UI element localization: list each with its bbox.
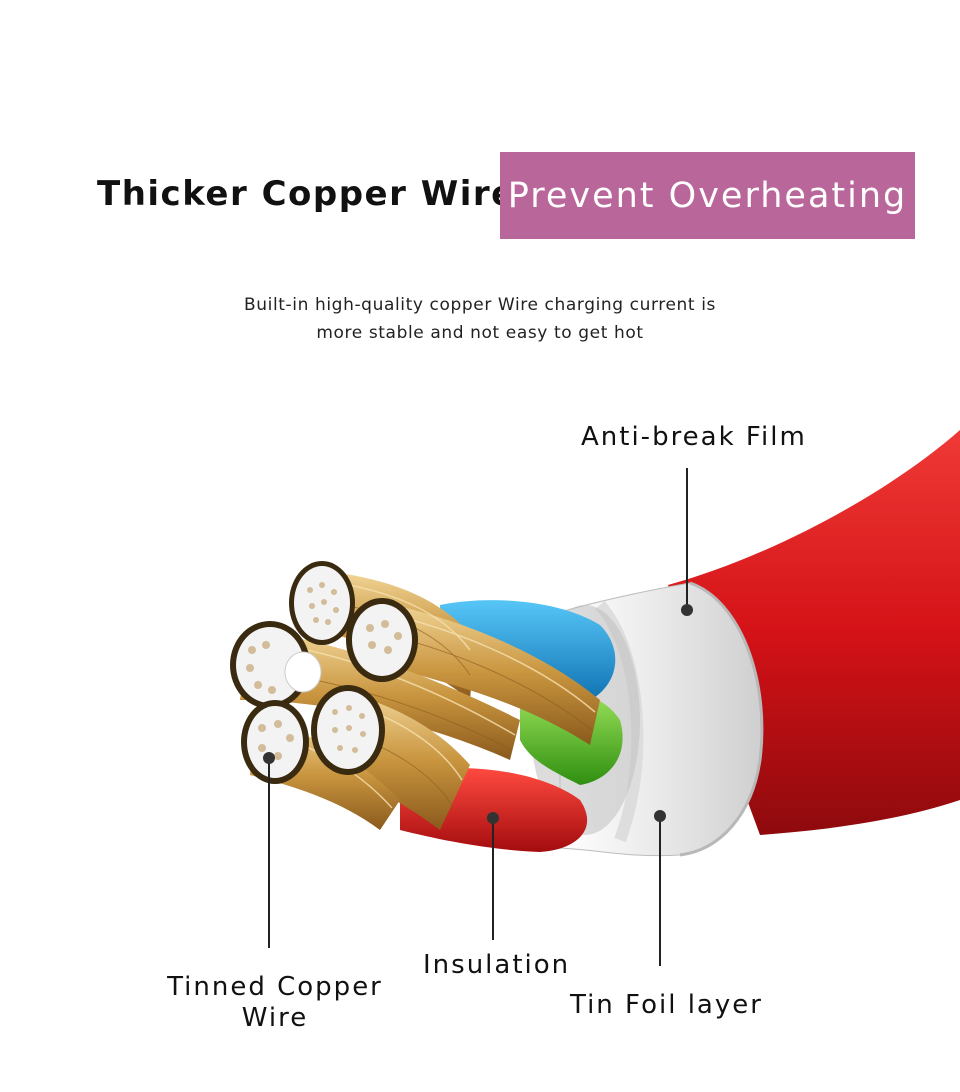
description-line-1: Built-in high-quality copper Wire chargi… [244,295,716,315]
callout-tinned-copper [263,752,275,948]
label-insulation: Insulation [423,950,571,980]
feature-badge: Prevent Overheating [500,152,915,239]
callout-tin-foil [654,810,666,966]
label-tin-foil-layer: Tin Foil layer [570,990,763,1020]
callout-insulation [487,812,499,940]
description-line-2: more stable and not easy to get hot [316,323,644,343]
callout-anti-break [681,468,693,616]
label-tinned-copper-line-1: Tinned Copper [167,972,383,1002]
label-tinned-copper-line-2: Wire [241,1003,309,1033]
label-tinned-copper-wire: Tinned Copper Wire [160,972,390,1034]
strand-end-faces [230,561,418,784]
page-title: Thicker Copper Wire [97,174,516,214]
description: Built-in high-quality copper Wire chargi… [180,291,780,347]
label-anti-break-film: Anti-break Film [581,422,807,452]
